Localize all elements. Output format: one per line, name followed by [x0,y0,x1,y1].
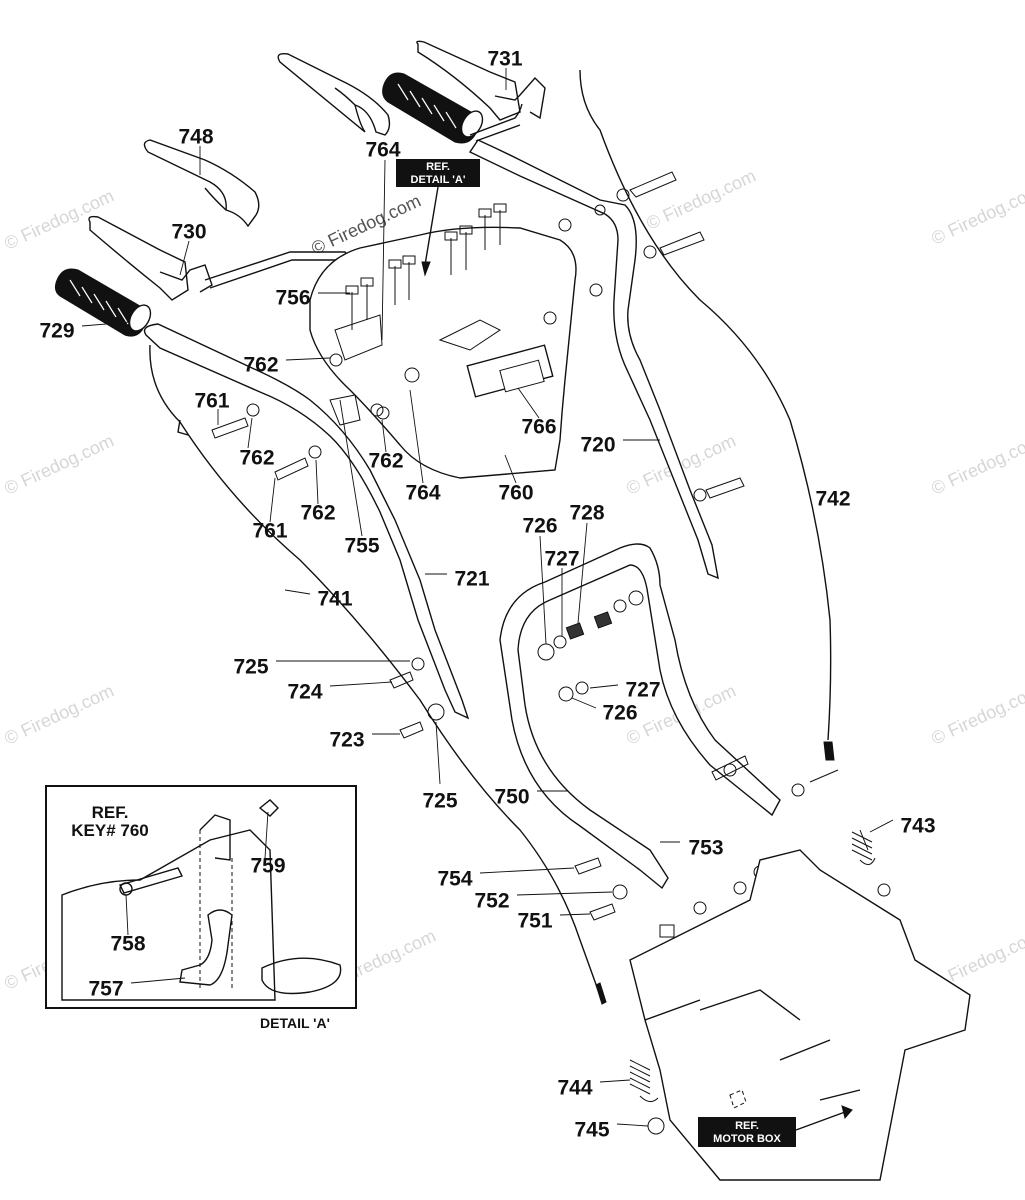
part-number-725: 725 [233,656,268,679]
spring-744 [629,1059,665,1135]
part-number-726: 726 [522,515,557,538]
right-cable-742 [579,69,832,741]
left-lever [88,215,189,301]
part-number-762: 762 [243,354,278,377]
part-number-755: 755 [344,535,379,558]
left-cable-741 [149,344,599,991]
lower-handle-750 [499,543,781,890]
watermark: © Firedog.com [928,430,1025,498]
part-number-720: 720 [580,434,615,457]
inset-ref-line1: REF. [92,803,129,822]
part-number-764: 764 [365,139,400,162]
hardware-726-728 [537,590,839,797]
inset-caption: DETAIL 'A' [260,1015,330,1031]
part-number-744: 744 [557,1077,592,1100]
part-number-728: 728 [569,502,604,525]
part-number-762: 762 [368,450,403,473]
part-number-731: 731 [487,48,522,71]
part-number-762: 762 [300,502,335,525]
part-number-727: 727 [544,548,579,571]
part-number-752: 752 [474,890,509,913]
ref-detail-a-line1: REF. [426,161,450,173]
part-number-727: 727 [625,679,660,702]
part-number-756: 756 [275,287,310,310]
right-handle-bolts [543,171,745,502]
ref-motor-box-tag: REF. MOTOR BOX [698,1105,853,1147]
part-number-721: 721 [454,568,489,591]
part-number-748: 748 [178,126,213,149]
part-number-761: 761 [194,390,229,413]
part-number-760: 760 [498,482,533,505]
left-handle-hardware [211,353,445,739]
right-grip [382,72,484,144]
part-number-758: 758 [110,933,145,956]
handle-assembly-drawing [54,40,971,1181]
part-number-761: 761 [252,520,287,543]
part-number-742: 742 [815,488,850,511]
part-number-762: 762 [239,447,274,470]
right-lower-handle-720 [468,139,719,580]
left-hand-guard [143,139,260,228]
part-number-753: 753 [688,837,723,860]
watermark: © Firedog.com [643,165,759,233]
right-hand-guard [277,52,391,136]
leader-lines [81,68,894,1127]
part-number-766: 766 [521,416,556,439]
part-number-764: 764 [405,482,440,505]
motor-box [629,849,971,1181]
ref-detail-a-line2: DETAIL 'A' [411,174,466,186]
right-lever [416,40,521,121]
ref-detail-a-tag: REF. DETAIL 'A' [396,159,480,277]
left-lower-handle-721 [143,323,470,720]
control-bolts [329,203,507,426]
watermark: © Firedog.com [1,680,117,748]
part-number-759: 759 [250,855,285,878]
part-number-741: 741 [317,588,352,611]
part-number-757: 757 [88,978,123,1001]
left-grip [54,268,152,337]
part-number-745: 745 [574,1119,609,1142]
ref-motor-box-line1: REF. [735,1120,759,1132]
inset-ref-line2: KEY# 760 [71,821,149,840]
part-number-723: 723 [329,729,364,752]
part-number-750: 750 [494,786,529,809]
part-number-725: 725 [422,790,457,813]
detail-a-inset: REF. KEY# 760 DETAIL 'A' [45,785,357,1031]
watermark: © Firedog.com [928,680,1025,748]
spring-743 [851,829,891,897]
part-number-724: 724 [287,681,322,704]
part-number-754: 754 [437,868,472,891]
part-number-726: 726 [602,702,637,725]
part-number-751: 751 [517,910,552,933]
ref-motor-box-line2: MOTOR BOX [713,1133,781,1145]
part-number-730: 730 [171,221,206,244]
part-number-743: 743 [900,815,935,838]
part-number-729: 729 [39,320,74,343]
watermark: © Firedog.com [928,180,1025,248]
watermark: © Firedog.com [1,430,117,498]
